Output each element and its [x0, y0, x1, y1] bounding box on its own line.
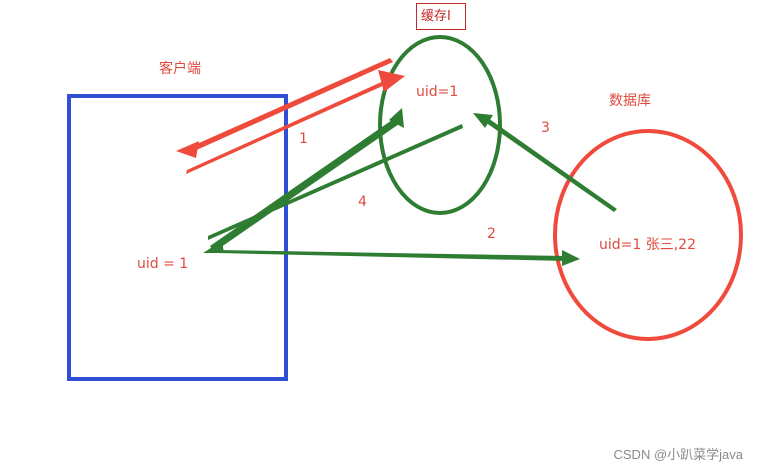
client-title: 客户端	[159, 61, 201, 77]
green-arrow-3-head	[473, 113, 493, 128]
red-arrow-to-client-head	[176, 141, 199, 158]
client-uid-text: uid = 1	[137, 256, 189, 272]
green-arrow-4-tail-head	[203, 241, 224, 253]
cache-ellipse	[378, 35, 502, 215]
watermark-text: CSDN @小趴菜学java	[613, 447, 744, 462]
database-ellipse	[553, 129, 743, 341]
green-arrow-4-shaft	[210, 118, 399, 252]
step-1-label: 1	[299, 131, 308, 147]
green-arrow-3	[485, 118, 617, 212]
cache-uid-text: uid=1	[416, 84, 459, 100]
database-title: 数据库	[609, 93, 651, 109]
step-3-label: 3	[541, 120, 550, 136]
step-4-label: 4	[358, 194, 367, 210]
db-record-text: uid=1 张三,22	[599, 237, 697, 253]
cache-title: 缓存I	[416, 3, 466, 30]
green-arrow-2	[217, 250, 566, 261]
client-box	[67, 94, 288, 381]
red-arrow-to-cache-head	[378, 70, 405, 92]
step-2-label: 2	[487, 226, 496, 242]
green-arrow-4-head	[389, 108, 404, 128]
red-arrow-to-client	[190, 58, 393, 152]
green-arrow-2-head	[562, 250, 580, 266]
red-arrow-to-cache	[186, 80, 387, 174]
